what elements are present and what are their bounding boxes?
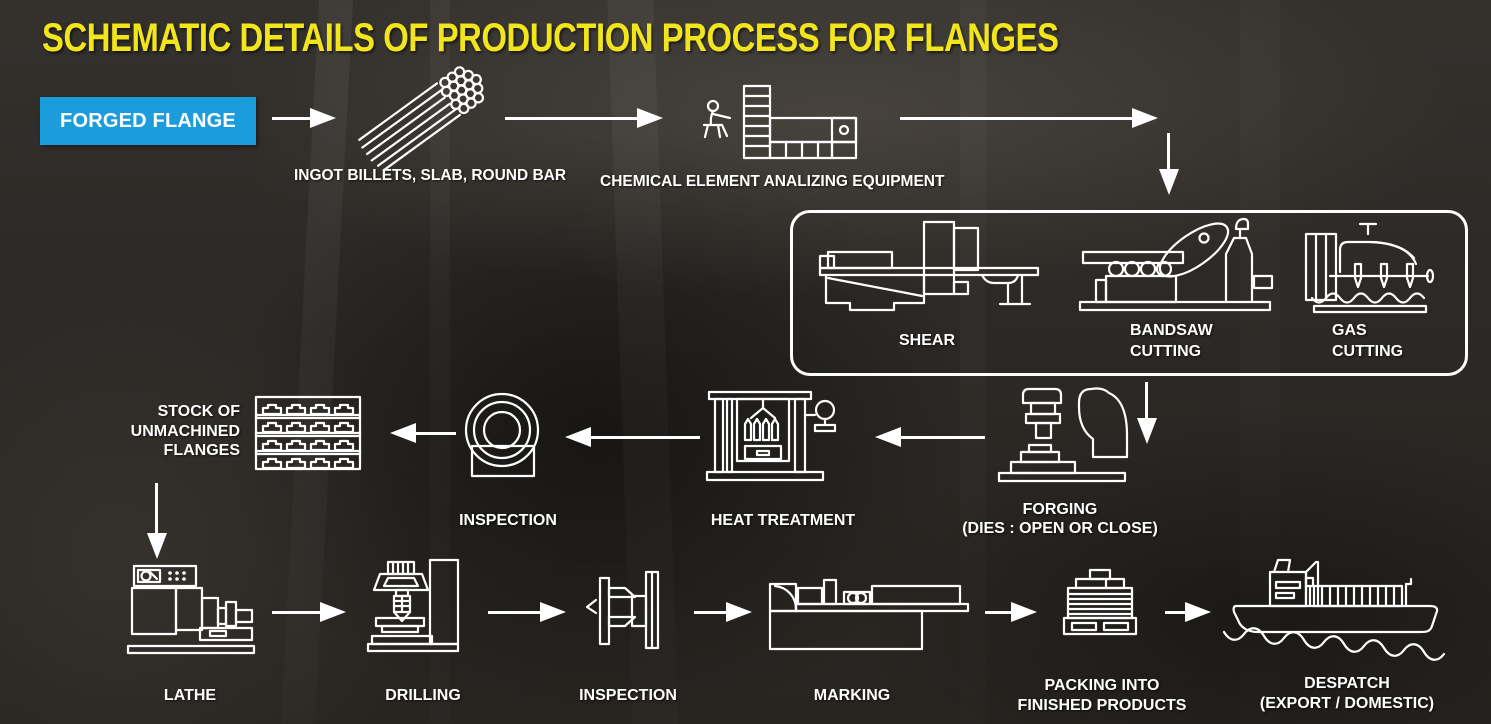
chemical-analyzer-icon xyxy=(700,84,878,162)
forging-press-icon xyxy=(995,383,1133,485)
stock-label: STOCK OF UNMACHINED FLANGES xyxy=(95,402,240,461)
caliper-inspection-icon xyxy=(584,570,666,654)
lathe-machine-icon xyxy=(126,564,258,656)
heat-treatment-furnace-icon xyxy=(703,388,841,483)
chemical-label: CHEMICAL ELEMENT ANALIZING EQUIPMENT xyxy=(600,173,945,190)
inspection-2-label: INSPECTION xyxy=(579,687,677,704)
arrow-lathe-to-drilling xyxy=(272,602,346,622)
despatch-label-line1: DESPATCH xyxy=(1304,675,1390,692)
ingot-label: INGOT BILLETS, SLAB, ROUND BAR xyxy=(293,167,567,184)
shear-machine-icon xyxy=(812,218,1042,313)
gas-cutting-machine-icon xyxy=(1300,220,1438,316)
arrow-start-to-ingot xyxy=(272,108,336,128)
arrow-marking-to-packing xyxy=(985,602,1037,622)
arrow-forging-to-heat xyxy=(875,427,985,447)
bandsaw-label-line2: CUTTING xyxy=(1130,343,1202,360)
arrow-packing-to-despatch xyxy=(1165,602,1211,622)
round-bars-icon xyxy=(352,66,497,172)
stock-shelves-icon xyxy=(254,395,362,471)
forged-flange-start-box: FORGED FLANGE xyxy=(40,97,256,145)
packing-pallet-icon xyxy=(1058,568,1146,638)
forged-flange-label: FORGED FLANGE xyxy=(60,109,236,132)
arrow-cutting-to-forging xyxy=(1136,382,1157,444)
background-photo xyxy=(1240,0,1280,724)
arrow-down-to-cutting-box xyxy=(1158,133,1179,195)
arrow-chemical-right xyxy=(900,108,1158,128)
packing-label-line1: PACKING INTO xyxy=(1044,677,1160,694)
forging-label-line2: (DIES : OPEN OR CLOSE) xyxy=(962,520,1158,537)
bandsaw-label-line1: BANDSAW xyxy=(1130,322,1213,339)
marking-machine-icon xyxy=(768,576,970,654)
shear-label: SHEAR xyxy=(898,332,955,349)
packing-label-line2: FINISHED PRODUCTS xyxy=(1017,697,1187,714)
arrow-stock-to-lathe xyxy=(146,483,167,559)
arrow-inspection-to-marking xyxy=(694,602,752,622)
forging-label-line1: FORGING xyxy=(1022,501,1098,518)
drilling-machine-icon xyxy=(366,558,472,654)
gas-label-line2: CUTTING xyxy=(1332,343,1404,360)
cargo-ship-icon xyxy=(1220,556,1452,661)
stock-label-line2: UNMACHINED xyxy=(130,422,240,440)
inspection-1-label: INSPECTION xyxy=(459,512,557,529)
bandsaw-machine-icon xyxy=(1078,214,1278,316)
gas-label-line1: GAS xyxy=(1332,322,1367,339)
marking-label: MARKING xyxy=(813,687,891,704)
flange-inspection-icon xyxy=(452,388,552,480)
arrow-ingot-to-chemical xyxy=(505,108,663,128)
stock-label-line1: STOCK OF xyxy=(157,403,240,420)
arrow-inspection-to-stock xyxy=(390,423,456,443)
arrow-drilling-to-inspection xyxy=(488,602,566,622)
arrow-heat-to-inspection xyxy=(565,427,700,447)
page-title: SCHEMATIC DETAILS OF PRODUCTION PROCESS … xyxy=(42,16,1059,60)
stock-label-line3: FLANGES xyxy=(163,442,240,459)
despatch-label-line2: (EXPORT / DOMESTIC) xyxy=(1259,695,1435,712)
background-photo xyxy=(430,0,450,724)
lathe-label: LATHE xyxy=(163,687,217,704)
drilling-label: DRILLING xyxy=(385,687,461,704)
heat-treatment-label: HEAT TREATMENT xyxy=(710,512,856,529)
cutting-group-box xyxy=(790,210,1468,376)
